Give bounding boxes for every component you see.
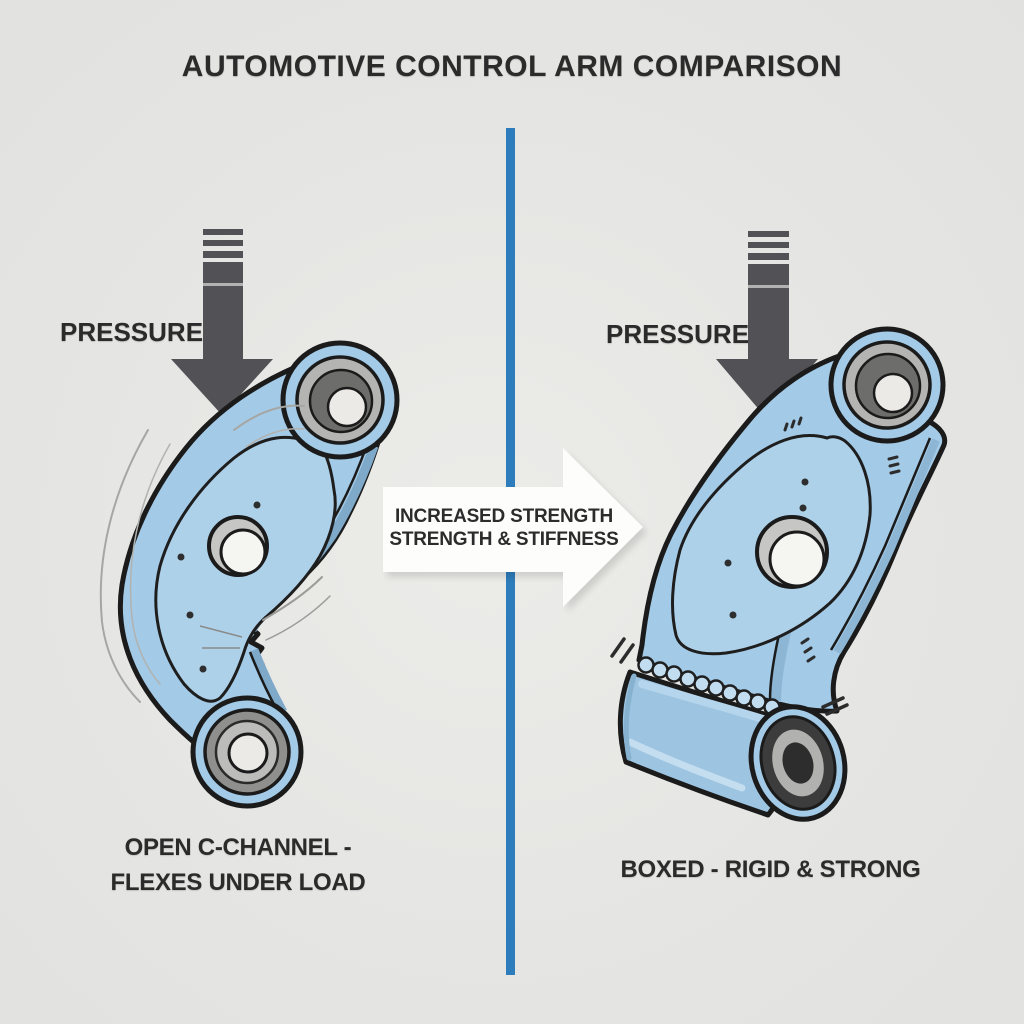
pressure-label-left: PRESSURE xyxy=(60,317,204,347)
caption-open-c-channel: OPEN C-CHANNEL - FLEXES UNDER LOAD xyxy=(88,830,388,900)
strength-arrow-label: INCREASED STRENGTH STRENGTH & STIFFNESS xyxy=(383,506,625,551)
caption-open-c-channel-line1: OPEN C-CHANNEL - xyxy=(124,834,352,861)
diagram-title: AUTOMOTIVE CONTROL ARM COMPARISON xyxy=(181,50,843,83)
pressure-arrow-icon-right xyxy=(716,231,818,419)
pressure-label-right: PRESSURE xyxy=(606,319,750,349)
caption-open-c-channel-line2: FLEXES UNDER LOAD xyxy=(110,869,366,896)
increased-strength-arrow xyxy=(383,448,647,612)
strength-arrow-label-line1: INCREASED STRENGTH xyxy=(394,506,614,527)
flex-motion-lines xyxy=(99,404,331,703)
pressure-arrow-icon-left xyxy=(171,229,273,415)
control-arm-boxed-illustration xyxy=(610,326,948,822)
control-arm-flexed-illustration xyxy=(99,340,400,809)
caption-boxed: BOXED - RIGID & STRONG xyxy=(620,856,921,883)
strength-arrow-label-line2: STRENGTH & STIFFNESS xyxy=(389,528,619,550)
rigidity-tick-marks xyxy=(610,416,901,716)
